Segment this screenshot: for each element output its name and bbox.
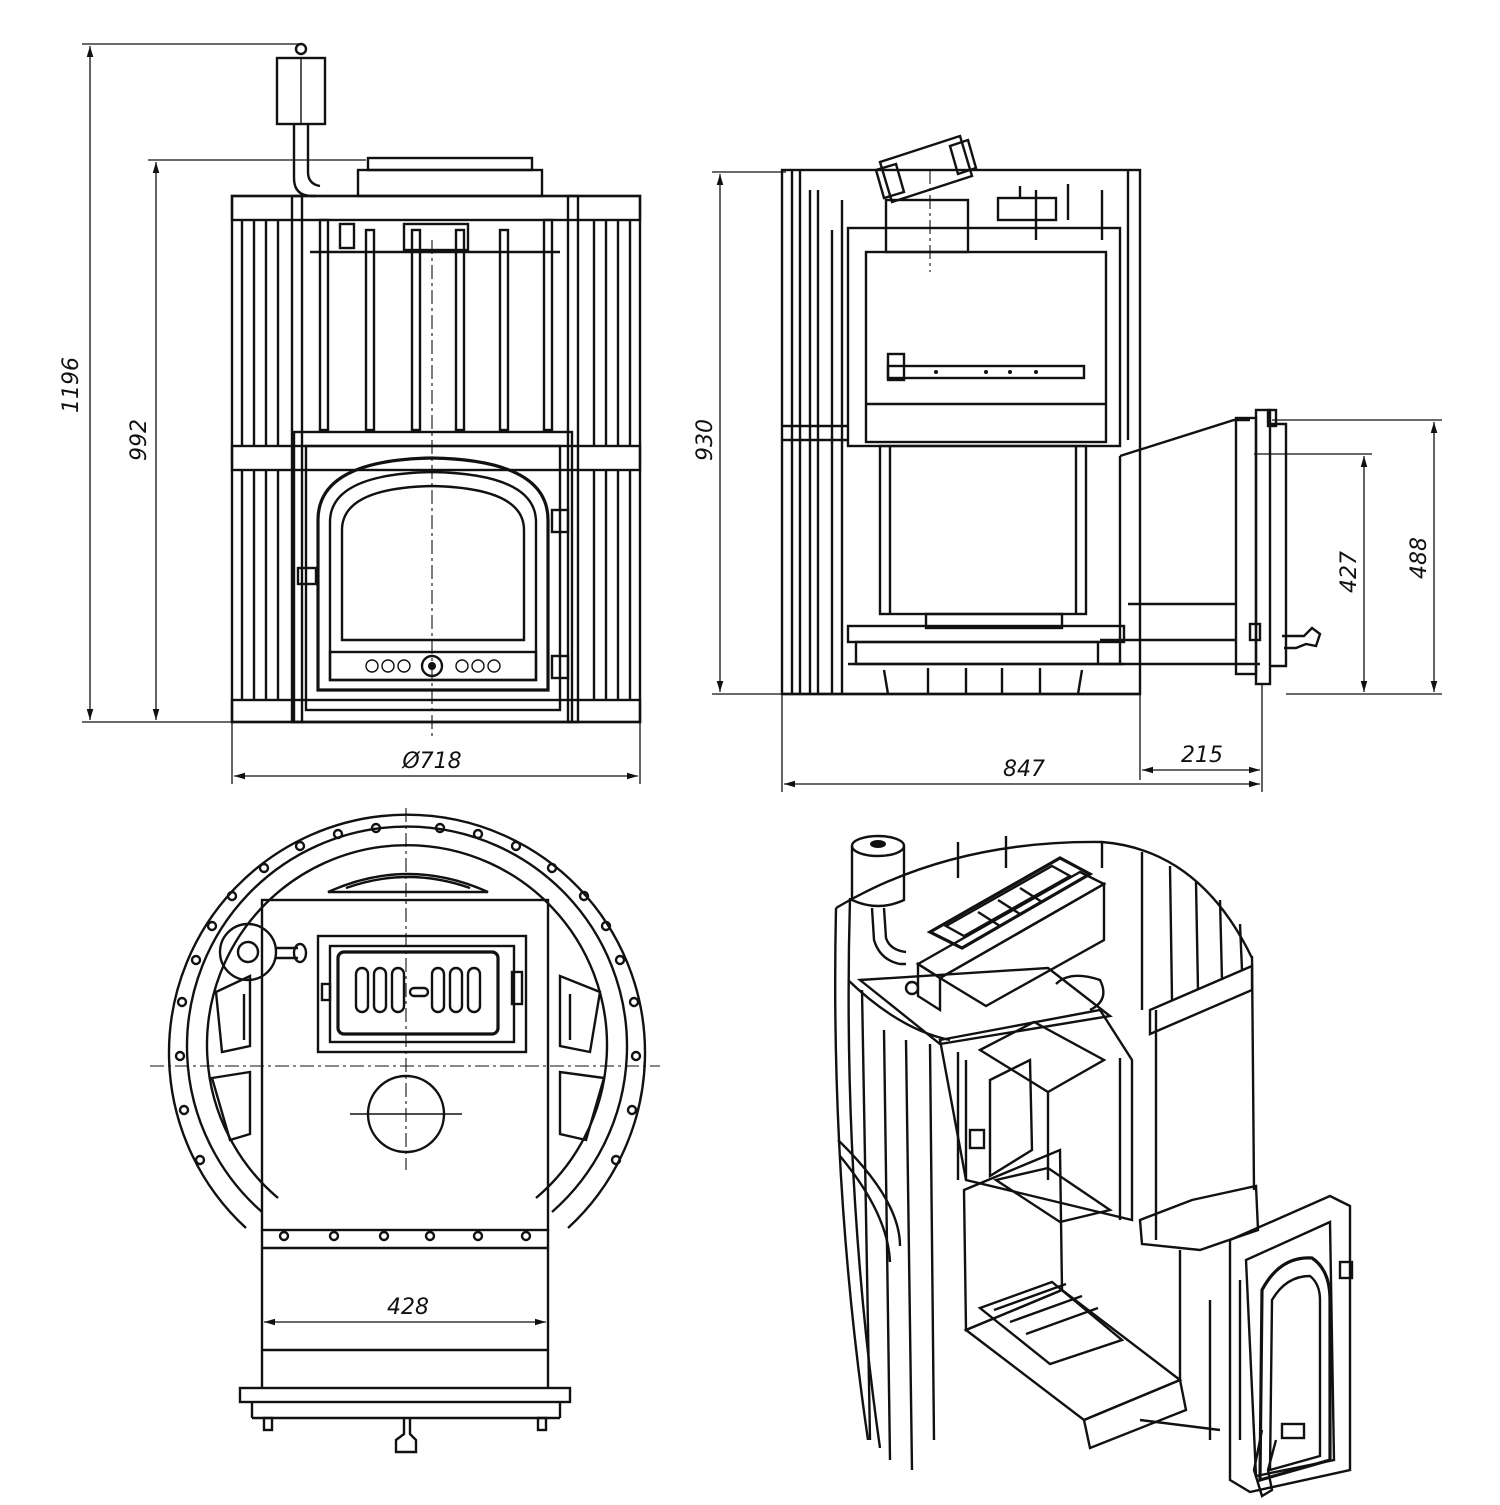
dim-body-height: 992 — [127, 419, 152, 461]
top-tank — [218, 922, 308, 982]
right-fins — [592, 220, 632, 700]
iso-stone-tray — [915, 856, 1107, 1013]
side-view — [780, 134, 1322, 696]
front-dimensions: 1196 992 Ø718 — [59, 43, 641, 784]
iso-ash-area — [962, 1148, 1221, 1450]
side-grate-rail — [886, 352, 1086, 382]
dim-depth: 847 — [1003, 757, 1045, 782]
fire-door — [292, 430, 574, 724]
dim-total-height: 1196 — [59, 357, 84, 413]
iso-tank — [850, 834, 920, 996]
top-dimensions: 428 — [264, 1295, 546, 1326]
water-tank — [275, 42, 327, 198]
side-left-bars — [782, 170, 848, 694]
iso-shell-bars — [860, 836, 1244, 1471]
front-view — [230, 42, 642, 740]
top-stone-tray — [316, 934, 528, 1054]
dim-tunnel-height-outer: 488 — [1407, 537, 1432, 579]
isometric-cutaway — [833, 834, 1354, 1498]
side-dimensions: 930 427 488 847 215 — [693, 171, 1442, 792]
iso-firebox — [938, 1008, 1134, 1224]
iso-tunnel-door — [1228, 1194, 1354, 1498]
left-fins — [240, 220, 280, 700]
ring-bolts — [174, 822, 642, 1166]
side-tank — [874, 134, 978, 254]
dim-side-height: 930 — [693, 419, 718, 461]
dim-tunnel-length: 215 — [1181, 743, 1223, 768]
side-tunnel — [1100, 408, 1322, 686]
base-bolts — [278, 1230, 532, 1242]
top-outer-ring — [167, 813, 647, 1229]
dim-tunnel-width: 428 — [387, 1295, 429, 1320]
top-view — [150, 808, 660, 1454]
top-grate — [356, 156, 544, 198]
top-tunnel — [238, 1230, 572, 1454]
dim-diameter: Ø718 — [401, 749, 461, 774]
stone-rack-bars — [310, 218, 560, 432]
dim-tunnel-height-inner: 427 — [1337, 551, 1362, 593]
